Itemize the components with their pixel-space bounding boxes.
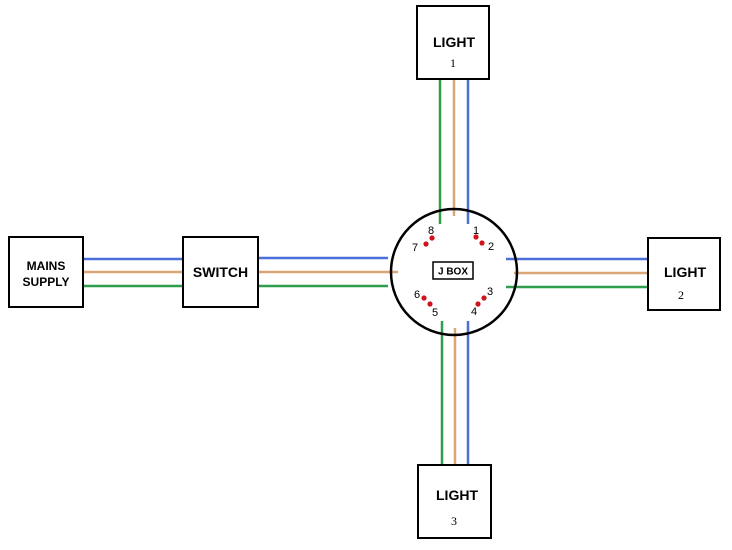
light-2-number: 2 [678, 288, 684, 302]
light-1-box: LIGHT 1 [416, 5, 490, 80]
light-3-box: LIGHT 3 [417, 464, 492, 539]
terminal-label-3: 3 [487, 286, 493, 298]
terminal-dot-3 [481, 295, 487, 301]
wires-mains-switch [83, 257, 183, 288]
terminal-dot-4 [475, 301, 481, 307]
terminal-label-7: 7 [412, 242, 418, 254]
terminal-dot-5 [427, 301, 433, 307]
terminal-label-5: 5 [432, 307, 438, 319]
junction-box-outline [389, 207, 519, 337]
terminal-label-4: 4 [471, 306, 477, 318]
light-3-number: 3 [451, 514, 457, 528]
light-2-box: LIGHT 2 [647, 237, 721, 311]
mains-label-line1: MAINS [27, 259, 66, 273]
terminal-dot-7 [423, 241, 429, 247]
terminal-dot-8 [429, 235, 435, 241]
terminal-label-8: 8 [428, 225, 434, 237]
mains-label-line2: SUPPLY [23, 275, 70, 289]
terminal-label-6: 6 [414, 289, 420, 301]
terminal-dot-2 [479, 240, 485, 246]
jbox-label: J BOX [438, 267, 468, 278]
light-1-label: LIGHT [433, 34, 475, 50]
mains-supply-box: MAINS SUPPLY [8, 236, 84, 308]
jbox-label-box [432, 261, 474, 280]
light-1-number: 1 [450, 56, 456, 70]
switch-box: SWITCH [182, 236, 259, 308]
terminal-label-1: 1 [473, 225, 479, 237]
wires-switch-jbox [258, 256, 398, 288]
terminal-label-2: 2 [488, 241, 494, 253]
light-2-label: LIGHT [664, 264, 706, 280]
light-3-label: LIGHT [436, 487, 478, 503]
wires-jbox-light2 [506, 257, 648, 289]
wires-jbox-light3 [440, 321, 470, 465]
terminals: 1 2 3 4 5 6 7 8 [412, 225, 494, 319]
wires-jbox-light1 [438, 80, 470, 224]
terminal-dot-1 [473, 234, 479, 240]
terminal-dot-6 [421, 295, 427, 301]
switch-label: SWITCH [193, 264, 248, 280]
junction-box: J BOX [389, 207, 519, 337]
